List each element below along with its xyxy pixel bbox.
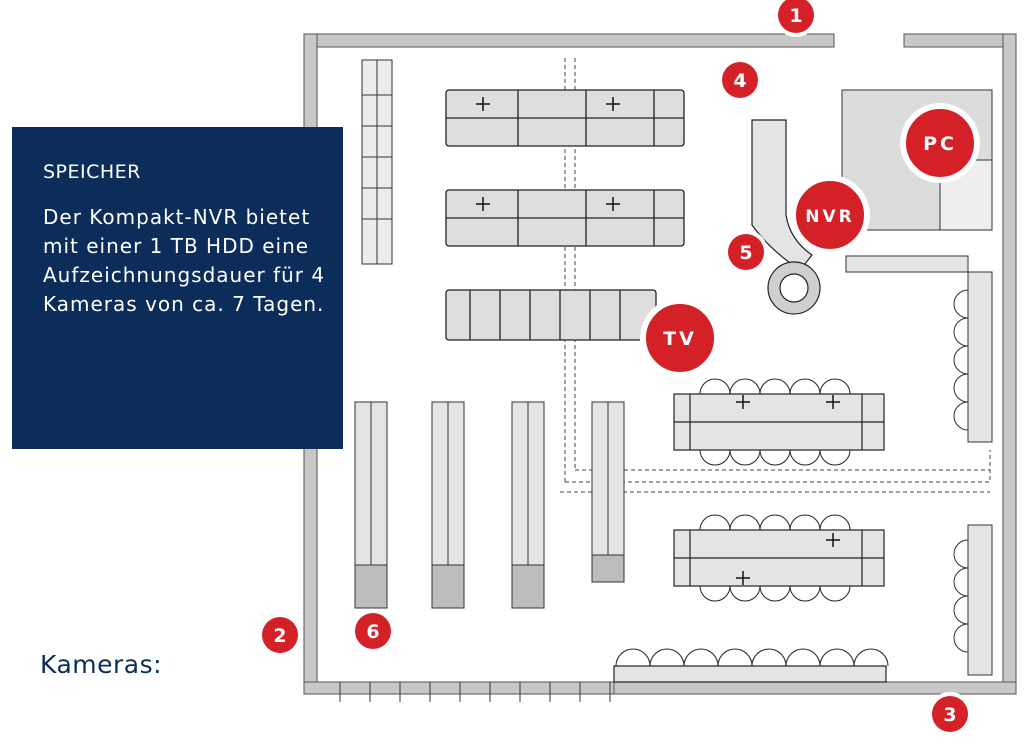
camera-3-badge: 3 — [928, 692, 972, 736]
info-body: Der Kompakt-NVR bietet mit einer 1 TB HD… — [43, 205, 326, 316]
center-tables — [613, 393, 887, 683]
camera-1-label: 1 — [789, 5, 802, 27]
right-counter — [845, 255, 993, 676]
camera-badges: 1 2 3 4 5 6 — [258, 0, 972, 736]
table-arcs — [615, 378, 889, 667]
camera-1-badge: 1 — [774, 0, 818, 37]
tv-label: TV — [663, 328, 697, 350]
camera-5-badge: 5 — [724, 230, 768, 274]
info-title: SPEICHER — [43, 161, 141, 183]
nvr-badge: NVR — [790, 175, 870, 255]
pc-badge: PC — [900, 103, 980, 183]
gondolas-horizontal — [445, 89, 685, 341]
light-markers — [476, 97, 840, 585]
wall-shelf-left — [361, 59, 393, 265]
camera-6-label: 6 — [366, 621, 379, 643]
gondolas-vertical — [354, 401, 625, 609]
camera-2-badge: 2 — [258, 613, 302, 657]
checkout-counter — [751, 119, 821, 315]
device-badges: PC NVR TV — [640, 103, 980, 378]
tv-badge: TV — [640, 298, 720, 378]
camera-5-label: 5 — [739, 242, 752, 264]
pc-label: PC — [923, 133, 957, 155]
window-ticks — [339, 682, 611, 702]
camera-2-label: 2 — [273, 625, 286, 647]
camera-3-label: 3 — [943, 704, 956, 726]
cameras-label: Kameras: — [40, 650, 163, 679]
storage-info-box: SPEICHER Der Kompakt-NVR bietet mit eine… — [12, 127, 343, 449]
camera-4-label: 4 — [733, 70, 746, 92]
camera-4-badge: 4 — [718, 58, 762, 102]
camera-6-badge: 6 — [351, 609, 395, 653]
nvr-label: NVR — [805, 207, 854, 227]
